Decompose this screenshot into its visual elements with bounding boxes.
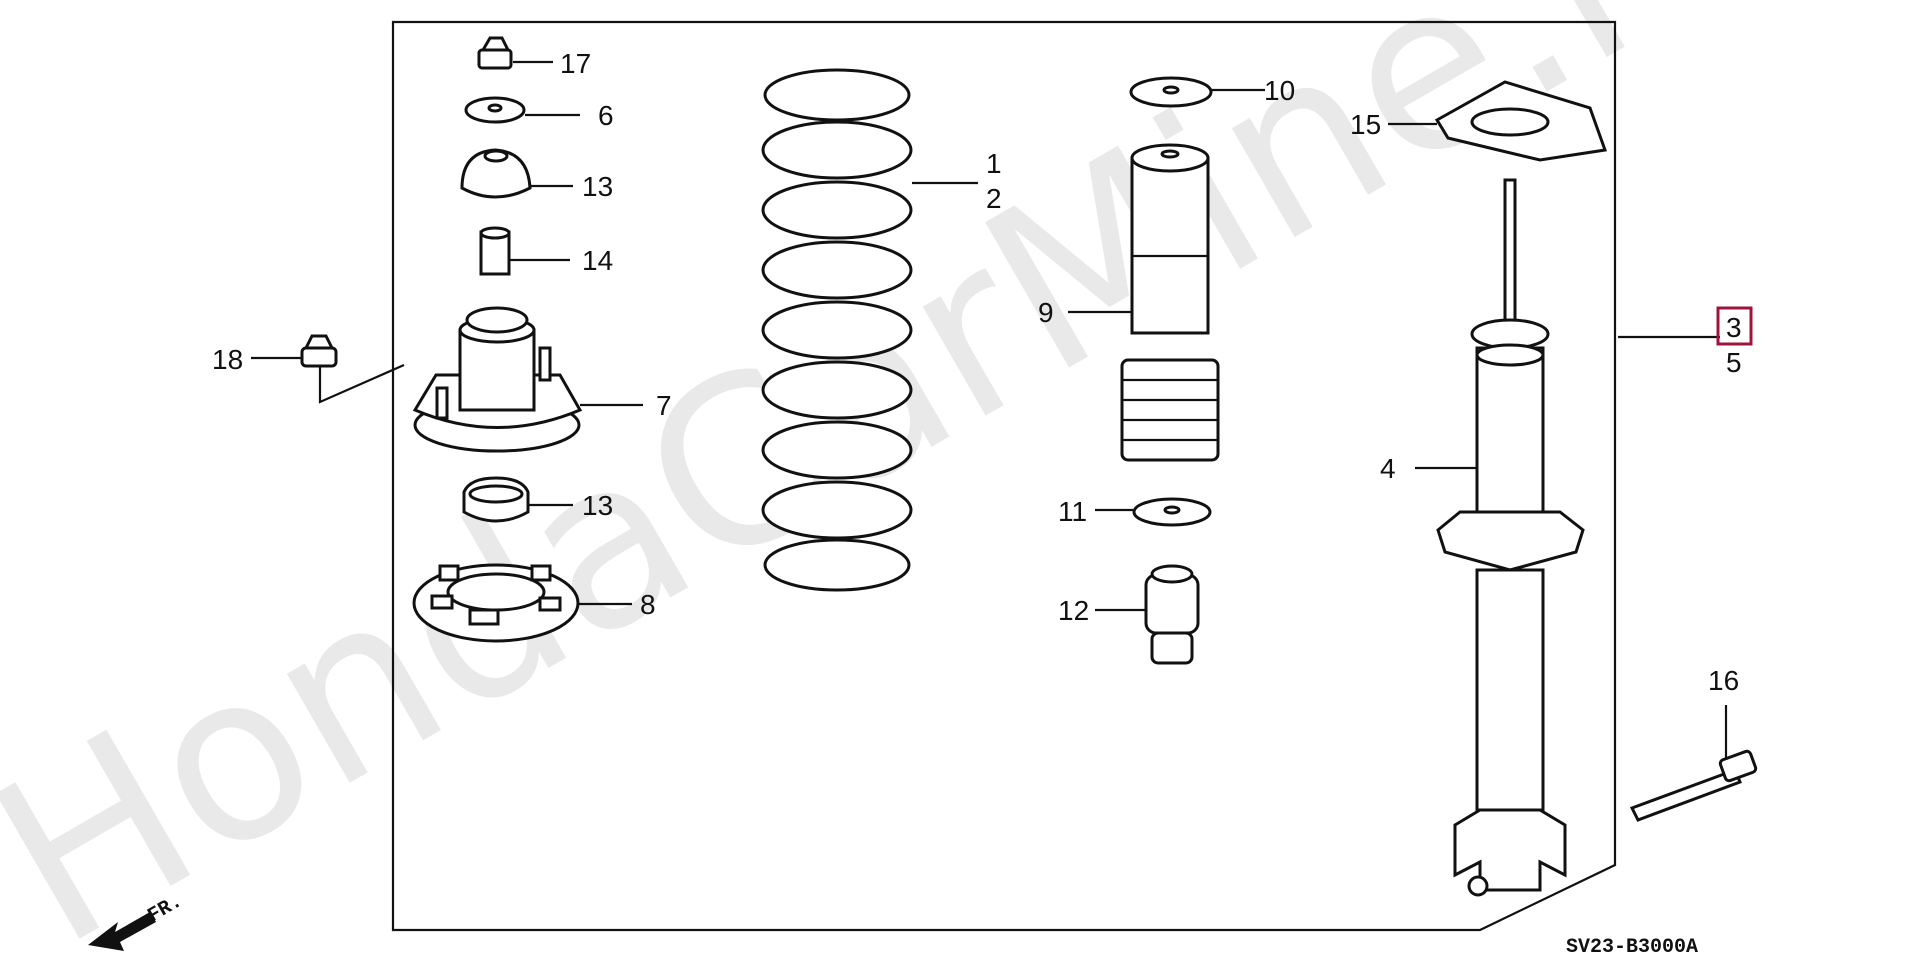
- callout-2: 2: [986, 183, 1002, 214]
- callout-15: 15: [1350, 109, 1381, 140]
- callout-10: 10: [1264, 75, 1295, 106]
- part-18-nut[interactable]: [251, 334, 405, 404]
- callout-18: 18: [212, 344, 243, 375]
- part-17-flange-nut[interactable]: [477, 36, 553, 70]
- callout-3: 3: [1726, 312, 1742, 343]
- callout-13-upper: 13: [582, 171, 613, 202]
- callout-7: 7: [656, 390, 672, 421]
- callout-13-lower: 13: [582, 490, 613, 521]
- callout-1: 1: [986, 148, 1002, 179]
- callout-8: 8: [640, 589, 656, 620]
- part-13-lower-bushing[interactable]: [462, 476, 573, 523]
- part-6-washer[interactable]: [464, 96, 580, 124]
- callout-14: 14: [582, 245, 613, 276]
- part-11-washer[interactable]: [1095, 497, 1212, 527]
- callout-4: 4: [1380, 453, 1396, 484]
- callout-11: 11: [1058, 496, 1087, 527]
- callout-6: 6: [598, 100, 614, 131]
- part-15-upper-spring-seat[interactable]: [1388, 80, 1608, 162]
- part-14-collar[interactable]: [479, 226, 570, 276]
- part-10-washer[interactable]: [1129, 76, 1265, 108]
- callout-17: 17: [560, 48, 591, 79]
- callout-16: 16: [1708, 665, 1739, 696]
- front-direction-arrow: [88, 912, 156, 951]
- part-13-upper-bushing[interactable]: [460, 148, 573, 199]
- callout-3-highlight: [1716, 306, 1753, 346]
- callout-12: 12: [1058, 595, 1089, 626]
- callout-5: 5: [1726, 347, 1742, 378]
- part-1-2-coil-spring[interactable]: [761, 68, 978, 592]
- part-8-spring-seat[interactable]: [412, 563, 632, 643]
- part-3-5-shock-absorber[interactable]: [1415, 178, 1720, 897]
- part-9-dust-boot[interactable]: [1068, 143, 1220, 462]
- part-7-mount-base[interactable]: [412, 306, 643, 453]
- part-16-bolt[interactable]: [1629, 705, 1758, 822]
- part-12-bump-stop[interactable]: [1095, 564, 1200, 665]
- callout-9: 9: [1038, 297, 1054, 328]
- diagram-code: SV23-B3000A: [1566, 936, 1698, 959]
- assembly-frame: [391, 20, 1617, 932]
